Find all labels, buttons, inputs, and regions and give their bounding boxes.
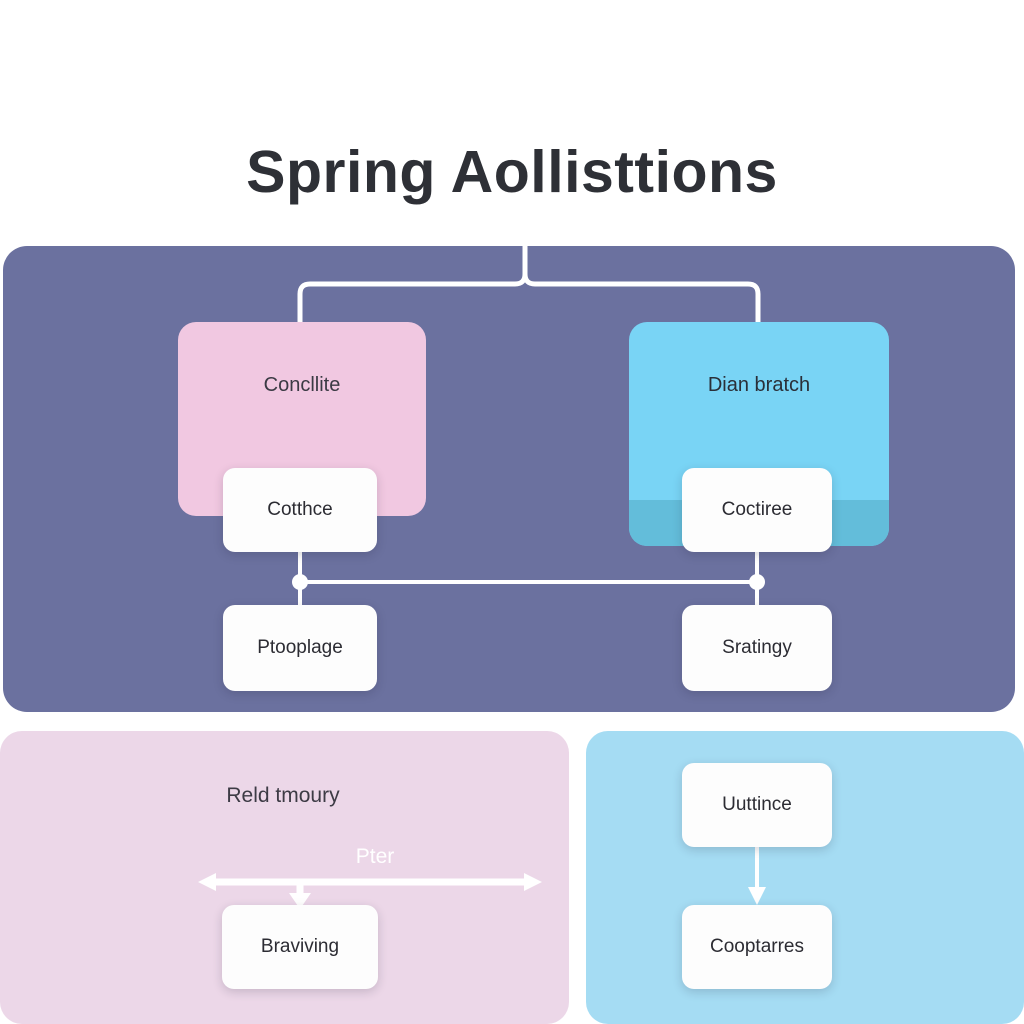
panel-bottom-left-title: Reld tmoury (226, 784, 340, 807)
page-title: Spring Aollisttions (246, 139, 778, 205)
card-cooptarres[interactable]: Cooptarres (682, 905, 832, 989)
card-left-branch-lower-node[interactable]: Ptooplage (223, 605, 377, 691)
branch-group-left-label: Concllite (263, 374, 341, 396)
card-right-branch-node[interactable]: Coctiree (682, 468, 832, 552)
card-right-branch-lower-node[interactable]: Sratingy (682, 605, 832, 691)
card-uuttince[interactable]: Uuttince (682, 763, 832, 847)
measure-arrow-label: Pter (355, 845, 395, 868)
main-diagram-panel: Concllite Dian bratch (3, 246, 1015, 712)
card-left-branch-node[interactable]: Cotthce (223, 468, 377, 552)
card-braviving[interactable]: Braviving (222, 905, 378, 989)
branch-group-right-label: Dian bratch (707, 374, 811, 396)
